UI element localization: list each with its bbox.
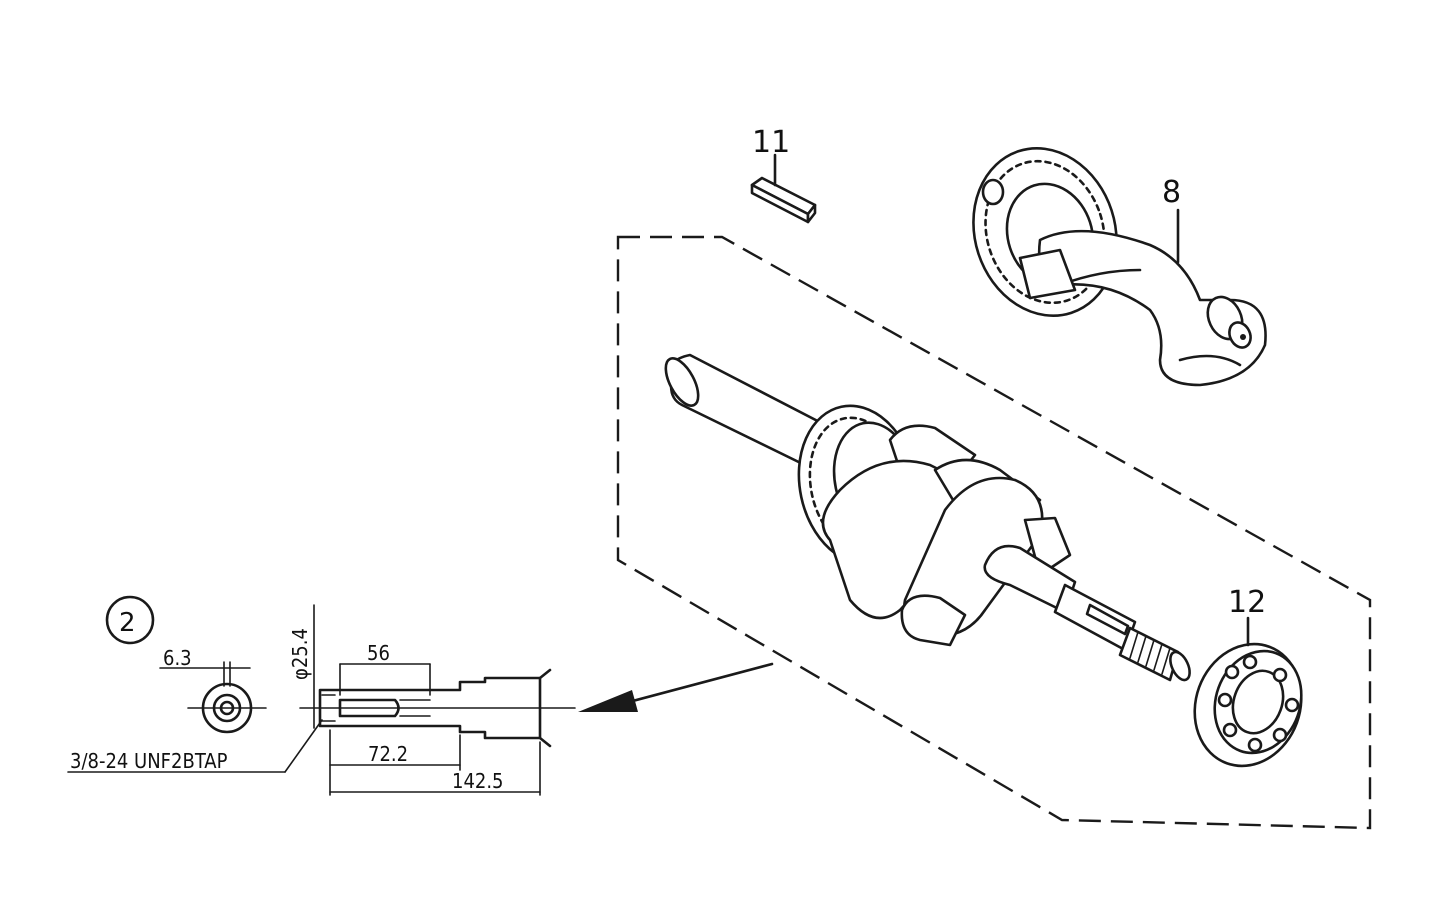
callout-8: 8 <box>1162 175 1181 210</box>
shaft-detail-view: 6.3 φ25.4 56 3/8-24 UNF2BTAP 72.2 142.5 <box>67 595 576 796</box>
shaft-side-view <box>67 604 576 796</box>
detail-pointer-arrow <box>578 662 774 712</box>
callout-11: 11 <box>752 125 790 160</box>
variant-circle <box>105 595 155 645</box>
dim-thread-spec: 3/8-24 UNF2BTAP <box>70 749 228 773</box>
dim-keyway-width: 6.3 <box>163 646 192 670</box>
callout-12: 12 <box>1228 585 1266 620</box>
crankshaft <box>664 353 1191 682</box>
assembly-boundary <box>616 235 1372 830</box>
balancer-shaft <box>972 147 1267 387</box>
dim-keyway-length: 56 <box>367 641 390 665</box>
woodruff-key <box>750 153 817 224</box>
dim-taper-length: 72.2 <box>368 742 408 766</box>
shaft-end-view <box>159 661 267 734</box>
ball-bearing <box>1193 616 1303 768</box>
bearing-balls <box>1217 654 1300 753</box>
balancer-gear <box>972 147 1118 317</box>
dim-shaft-diameter: φ25.4 <box>288 628 312 680</box>
dim-overall-length: 142.5 <box>452 769 504 793</box>
callout-2: 2 <box>119 608 136 638</box>
